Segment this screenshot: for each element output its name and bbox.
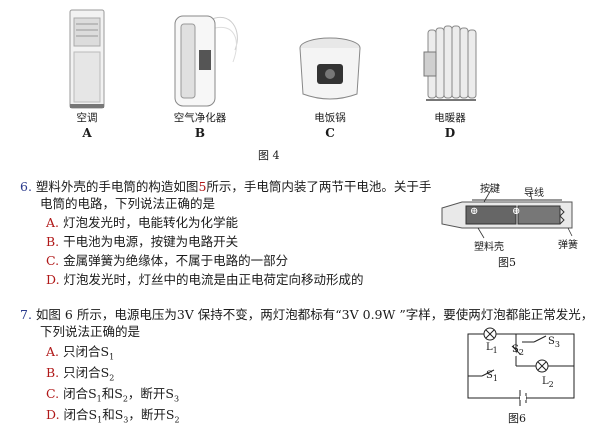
fig6-S2: S2: [512, 344, 524, 357]
fig4-item-a-name: 空调: [76, 112, 98, 124]
fig4-item-c-name: 电饭锅: [314, 112, 346, 124]
fig4-item-b-name: 空气净化器: [173, 112, 227, 124]
q6-line2: 电筒的电路，下列说法正确的是: [40, 196, 216, 211]
fig4-item-c-letter: C: [325, 126, 335, 140]
q7-line1: 如图 6 所示，电源电压为3V 保持不变，两灯泡都标有“3V 0.9W ”字样，…: [35, 307, 594, 322]
q7-stem: 7. 如图 6 所示，电源电压为3V 保持不变，两灯泡都标有“3V 0.9W ”…: [20, 306, 598, 323]
air-conditioner-image: [69, 9, 105, 109]
q6-line1-pre: 塑料外壳的手电筒的构造如图: [35, 179, 199, 194]
q6-option-c[interactable]: C. 金属弹簧为绝缘体，不属于电路的一部分: [46, 253, 289, 268]
q7-option-b[interactable]: B. 只闭合S2: [46, 365, 115, 383]
fig5-label-shell: 塑料壳: [474, 242, 504, 253]
q6-line1-post: 所示，手电筒内装了两节干电池。关于手: [206, 179, 432, 194]
q6-option-b[interactable]: B. 干电池为电源，按键为电路开关: [46, 234, 239, 249]
fig6-S1: S1: [486, 370, 498, 383]
fig6-S3: S3: [548, 336, 560, 349]
q6-option-d[interactable]: D. 灯泡发光时，灯丝中的电流是由正电荷定向移动形成的: [46, 272, 364, 287]
q7-option-c[interactable]: C. 闭合S1和S2，断开S3: [46, 386, 180, 404]
rice-cooker-image: [299, 37, 361, 100]
q7-option-d[interactable]: D. 闭合S1和S3，断开S2: [46, 407, 180, 425]
q6-number: 6.: [20, 179, 32, 194]
circuit-figure: [467, 327, 575, 406]
fig5-plus-2: ⊕: [512, 206, 521, 217]
fig4-item-b-letter: B: [194, 126, 206, 140]
fig5-plus-1: ⊕: [470, 206, 479, 217]
fig6-L2: L2: [542, 376, 554, 389]
fig5-label-spring: 弹簧: [558, 240, 578, 251]
q7-line2: 下列说法正确的是: [40, 324, 141, 339]
q7-option-a[interactable]: A. 只闭合S1: [46, 344, 115, 362]
fig4-caption: 图 4: [258, 149, 280, 162]
fig5-label-wire: 导线: [524, 188, 544, 199]
q7-number: 7.: [20, 307, 32, 322]
fig5-caption: 图5: [498, 256, 516, 269]
fig6-caption: 图6: [508, 412, 526, 425]
oil-heater-image: [423, 25, 477, 101]
air-purifier-image: [174, 15, 238, 107]
fig4-item-d-letter: D: [444, 126, 456, 140]
q6-option-a[interactable]: A. 灯泡发光时，电能转化为化学能: [46, 215, 239, 230]
fig5-label-key: 按键: [480, 184, 500, 195]
q6-stem: 6. 塑料外壳的手电筒的构造如图5所示，手电筒内装了两节干电池。关于手: [20, 178, 440, 195]
q6-figure-ref: 5: [198, 179, 207, 194]
fig4-item-a-letter: A: [82, 126, 92, 140]
flashlight-figure: [441, 187, 573, 239]
fig6-L1: L1: [486, 342, 498, 355]
fig4-item-d-name: 电暖器: [434, 112, 466, 124]
